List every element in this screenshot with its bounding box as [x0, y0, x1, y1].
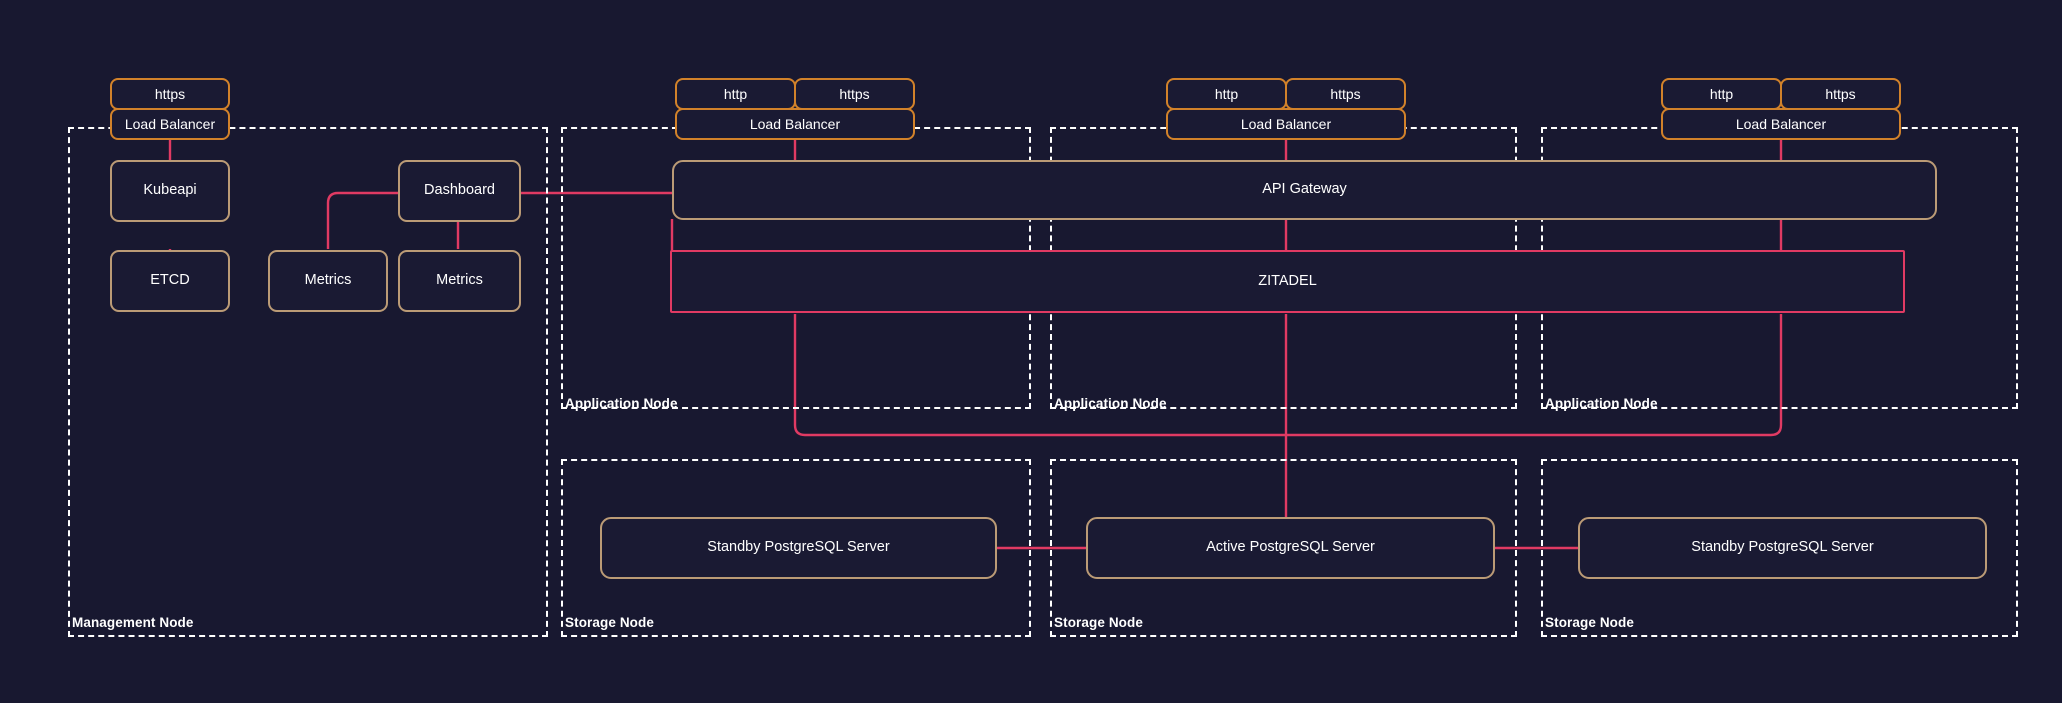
zone-storage-node-2	[1050, 459, 1517, 637]
lb-label[interactable]: Load Balancer	[1661, 108, 1901, 140]
service-active-postgresql[interactable]: Active PostgreSQL Server	[1086, 517, 1495, 579]
service-standby-postgresql-right[interactable]: Standby PostgreSQL Server	[1578, 517, 1987, 579]
service-metrics-left[interactable]: Metrics	[268, 250, 388, 312]
service-etcd[interactable]: ETCD	[110, 250, 230, 312]
zone-application-node-1-label: Application Node	[565, 396, 678, 411]
zone-storage-node-2-label: Storage Node	[1054, 615, 1143, 630]
load-balancer-app-1[interactable]: http https Load Balancer	[675, 78, 915, 140]
load-balancer-app-3[interactable]: http https Load Balancer	[1661, 78, 1901, 140]
lb-label[interactable]: Load Balancer	[1166, 108, 1406, 140]
lb-protocol-https[interactable]: https	[1780, 78, 1901, 110]
lb-label[interactable]: Load Balancer	[675, 108, 915, 140]
zone-storage-node-1	[561, 459, 1031, 637]
lb-protocol-row: http https	[1661, 78, 1901, 110]
lb-protocol-row: http https	[675, 78, 915, 110]
service-api-gateway[interactable]: API Gateway	[672, 160, 1937, 220]
zone-management-node-label: Management Node	[72, 615, 194, 630]
load-balancer-management[interactable]: https Load Balancer	[110, 78, 230, 140]
service-metrics-right[interactable]: Metrics	[398, 250, 521, 312]
lb-protocol-https[interactable]: https	[110, 78, 230, 110]
service-zitadel[interactable]: ZITADEL	[670, 250, 1905, 313]
load-balancer-app-2[interactable]: http https Load Balancer	[1166, 78, 1406, 140]
lb-protocol-row: https	[110, 78, 230, 110]
zone-storage-node-3	[1541, 459, 2018, 637]
lb-protocol-row: http https	[1166, 78, 1406, 110]
service-kubeapi[interactable]: Kubeapi	[110, 160, 230, 222]
zone-storage-node-3-label: Storage Node	[1545, 615, 1634, 630]
lb-protocol-http[interactable]: http	[1166, 78, 1287, 110]
lb-protocol-http[interactable]: http	[675, 78, 796, 110]
lb-protocol-https[interactable]: https	[794, 78, 915, 110]
zone-storage-node-1-label: Storage Node	[565, 615, 654, 630]
zone-application-node-2-label: Application Node	[1054, 396, 1167, 411]
lb-label[interactable]: Load Balancer	[110, 108, 230, 140]
zone-application-node-3-label: Application Node	[1545, 396, 1658, 411]
service-standby-postgresql-left[interactable]: Standby PostgreSQL Server	[600, 517, 997, 579]
service-dashboard[interactable]: Dashboard	[398, 160, 521, 222]
lb-protocol-https[interactable]: https	[1285, 78, 1406, 110]
zone-management-node	[68, 127, 548, 637]
lb-protocol-http[interactable]: http	[1661, 78, 1782, 110]
